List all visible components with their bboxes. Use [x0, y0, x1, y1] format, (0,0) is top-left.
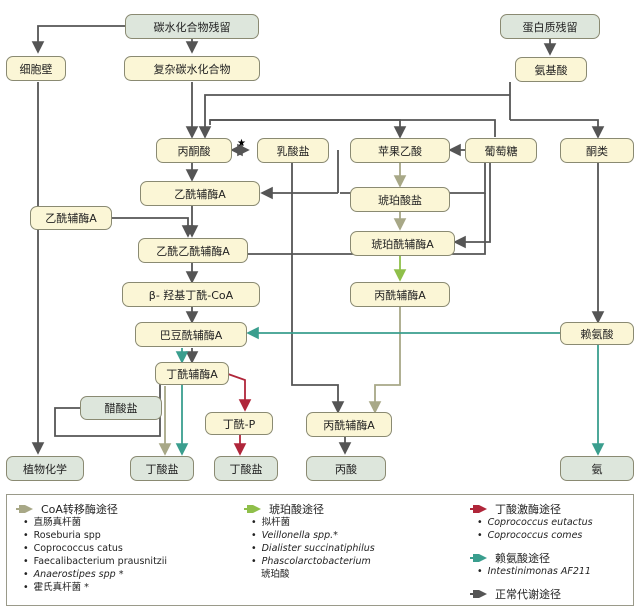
node-protein-residue: 蛋白质残留 — [500, 14, 600, 39]
legend-succinate-item: 琥珀酸 — [261, 569, 290, 580]
node-lactate: 乳酸盐 — [257, 138, 329, 163]
legend-coa-item: Anaerostipes spp * — [15, 568, 225, 581]
node-pyruvate: 丙酮酸 — [156, 138, 232, 163]
node-ketone: 酮类 — [560, 138, 634, 163]
node-butyrate-2: 丁酸盐 — [214, 456, 278, 481]
node-hydroxybutyryl-coa: β- 羟基丁酰-CoA — [122, 282, 260, 307]
node-acetate: 醋酸盐 — [80, 396, 162, 420]
node-butyrate-1: 丁酸盐 — [130, 456, 194, 481]
legend-kinase-title: 丁酸激酶途径 — [495, 502, 561, 516]
legend-lysine-item: Intestinimonas AF211 — [469, 565, 629, 578]
legend-kinase: 丁酸激酶途径 Coprococcus eutactus Coprococcus … — [469, 501, 629, 601]
node-acetoacetyl-coa: 乙酰乙酰辅酶A — [138, 238, 248, 263]
node-phytochem: 植物化学 — [6, 456, 84, 481]
legend-coa-item: 霍氏真杆菌 * — [15, 581, 225, 594]
node-propionyl-coa-mid: 丙酰辅酶A — [350, 282, 450, 307]
legend-normal-title: 正常代谢途径 — [495, 587, 561, 601]
legend-normal: 正常代谢途径 — [469, 586, 629, 601]
node-cell-wall: 细胞壁 — [6, 56, 66, 81]
node-lysine: 赖氨酸 — [560, 322, 634, 345]
node-succinate: 琥珀酸盐 — [350, 187, 450, 212]
node-complex-carb: 复杂碳水化合物 — [124, 56, 260, 81]
node-butyryl-p: 丁酰-P — [205, 412, 273, 435]
node-ammonia: 氨 — [560, 456, 634, 481]
node-butyryl-coa: 丁酰辅酶A — [155, 362, 229, 385]
node-acetyl-coa: 乙酰辅酶A — [140, 181, 260, 206]
node-amino-acid: 氨基酸 — [515, 57, 587, 82]
legend-kinase-item: Coprococcus comes — [469, 529, 629, 542]
legend-coa-item: 直肠真杆菌 — [15, 516, 225, 529]
legend-succinate-item: 拟杆菌 — [243, 516, 453, 529]
legend-succinate-item: Veillonella spp.* — [243, 529, 453, 542]
node-succinyl-coa: 琥珀酰辅酶A — [350, 231, 455, 256]
legend-lysine: 赖氨酸途径 — [469, 550, 629, 565]
legend-kinase-item: Coprococcus eutactus — [469, 516, 629, 529]
node-propionyl-coa-low: 丙酰辅酶A — [306, 412, 392, 437]
star-marker: ★ — [237, 138, 246, 149]
node-carb-residue: 碳水化合物残留 — [125, 14, 259, 39]
legend-lysine-title: 赖氨酸途径 — [495, 551, 550, 565]
legend-coa: CoA转移酶途径 直肠真杆菌 Roseburia spp Coprococcus… — [15, 501, 225, 594]
legend-coa-title: CoA转移酶途径 — [41, 502, 118, 516]
legend-succinate-title: 琥珀酸途径 — [269, 502, 324, 516]
node-crotonyl-coa: 巴豆酰辅酶A — [135, 322, 247, 347]
legend-coa-item: Faecalibacterium prausnitzii — [15, 555, 225, 568]
node-propionate: 丙酸 — [306, 456, 386, 481]
legend-succinate-item: Dialister succinatiphilus — [243, 542, 453, 555]
node-glucose: 葡萄糖 — [465, 138, 537, 163]
legend-succinate-item: Phascolarctobacterium — [243, 555, 453, 568]
legend-succinate: 琥珀酸途径 拟杆菌 Veillonella spp.* Dialister su… — [243, 501, 453, 581]
pathway-legend: CoA转移酶途径 直肠真杆菌 Roseburia spp Coprococcus… — [6, 494, 634, 606]
legend-coa-item: Coprococcus catus — [15, 542, 225, 555]
legend-coa-item: Roseburia spp — [15, 529, 225, 542]
node-acetyl-coa-left: 乙酰辅酶A — [30, 206, 112, 230]
node-fumarate: 苹果乙酸 — [350, 138, 450, 163]
